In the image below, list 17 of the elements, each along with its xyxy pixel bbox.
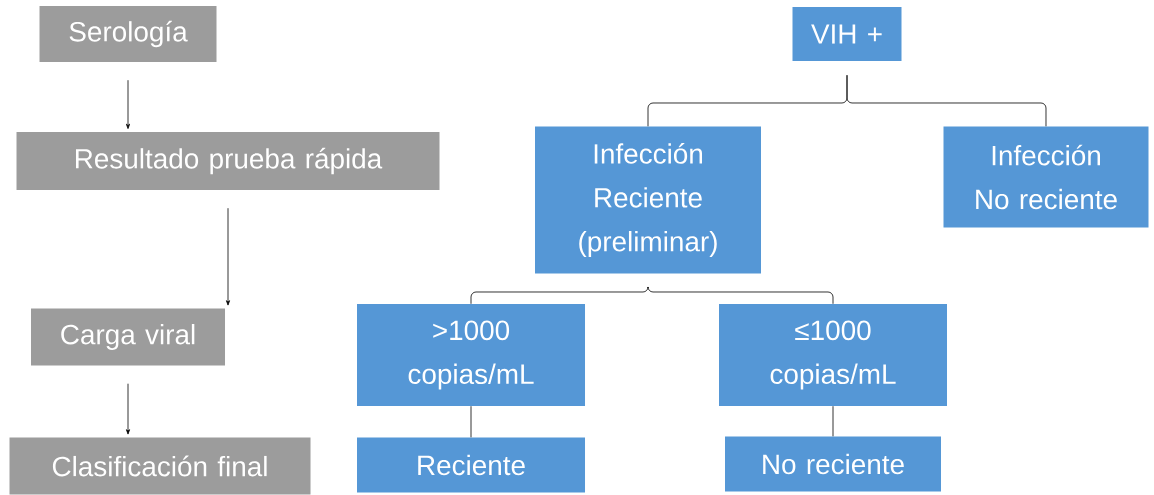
result-box: VIH +: [792, 7, 902, 61]
result-box: No reciente: [725, 436, 941, 492]
result-box: >1000 copias/mL: [357, 304, 585, 406]
arrow: [226, 207, 230, 306]
brace-connector: [846, 74, 1047, 127]
arrow: [126, 383, 130, 435]
result-box: Infección No reciente: [943, 126, 1149, 228]
connector-line: [832, 405, 834, 437]
step-box: Serología: [39, 6, 217, 62]
step-box: Resultado prueba rápida: [16, 132, 440, 190]
result-box: Reciente: [357, 437, 585, 493]
result-box: Infección Reciente (preliminar): [535, 126, 761, 274]
connector-line: [470, 405, 472, 438]
step-box: Clasificación final: [9, 437, 311, 495]
arrow: [126, 79, 130, 129]
step-box: Carga viral: [31, 308, 225, 366]
result-box: ≤1000 copias/mL: [719, 304, 947, 406]
